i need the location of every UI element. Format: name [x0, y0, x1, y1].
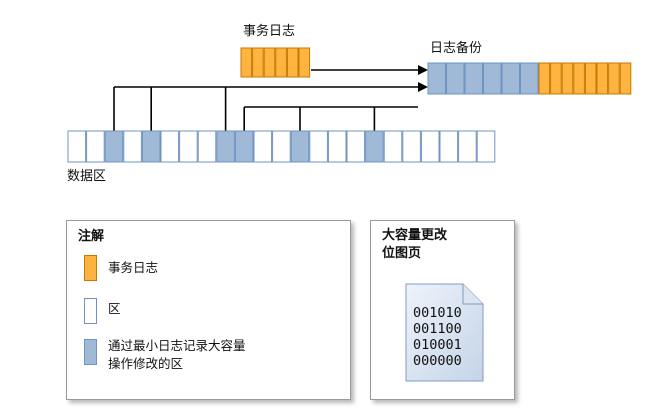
log-record-cell: [263, 47, 276, 78]
modified-extent: [104, 130, 124, 163]
backup-log-cell: [538, 62, 551, 95]
modified-extent: [234, 130, 254, 163]
document-icon: [405, 283, 484, 382]
log-backup-row: [427, 62, 632, 95]
extent: [476, 130, 496, 163]
backup-log-cell: [619, 62, 632, 95]
backup-log-cell: [561, 62, 574, 95]
bitmap-title-line1: 大容量更改: [382, 228, 448, 243]
bitmap-row: 000000: [413, 353, 462, 369]
legend-extent-label: 区: [108, 301, 121, 316]
extent: [160, 130, 180, 163]
bitmap-panel: 大容量更改 位图页 001010 001100 010001 000000: [370, 220, 515, 400]
legend-modified-label: 通过最小日志记录大容量 操作修改的区: [108, 338, 246, 371]
extent: [123, 130, 142, 163]
extent: [253, 130, 273, 163]
backup-log-cell: [596, 62, 609, 95]
extent: [67, 130, 87, 163]
legend-title: 注解: [78, 229, 105, 244]
legend-panel: 注解 事务日志 区 通过最小日志记录大容量 操作修改的区: [66, 220, 351, 400]
backup-extent-cell: [427, 62, 446, 95]
backup-log-cell: [550, 62, 562, 95]
modified-extent: [141, 130, 161, 163]
log-record-cell: [240, 47, 253, 78]
bitmap-row: 010001: [413, 337, 462, 353]
legend-modified-icon: [84, 339, 97, 365]
extent: [439, 130, 459, 163]
log-record-cell: [286, 47, 299, 78]
backup-extent-cell: [464, 62, 483, 95]
extent: [197, 130, 217, 163]
extent: [458, 130, 477, 163]
backup-extent-cell: [446, 62, 465, 95]
transaction-log-label: 事务日志: [243, 24, 296, 39]
backup-extent-cell: [520, 62, 539, 95]
extent: [327, 130, 347, 163]
legend-log-label: 事务日志: [108, 260, 159, 275]
data-area-label: 数据区: [67, 169, 107, 184]
modified-extent: [290, 130, 310, 163]
legend-extent-icon: [84, 298, 97, 324]
log-record-cell: [298, 47, 311, 78]
transaction-log-block: [240, 47, 311, 78]
data-extent-row: [67, 130, 496, 163]
backup-extent-cell: [501, 62, 520, 95]
log-record-cell: [252, 47, 264, 78]
extent: [272, 130, 291, 163]
extent: [383, 130, 403, 163]
log-backup-label: 日志备份: [430, 41, 483, 56]
backup-log-cell: [573, 62, 585, 95]
modified-extent: [365, 130, 384, 163]
bitmap-row: 001100: [413, 321, 462, 337]
extent: [346, 130, 366, 163]
extent: [402, 130, 421, 163]
extent: [420, 130, 440, 163]
bitmap-row: 001010: [413, 305, 462, 321]
log-record-cell: [275, 47, 287, 78]
backup-log-cell: [608, 62, 620, 95]
bitmap-rows: 001010 001100 010001 000000: [413, 305, 462, 369]
legend-log-icon: [84, 255, 97, 281]
modified-extent: [216, 130, 235, 163]
bitmap-title-line2: 位图页: [382, 246, 422, 261]
extent: [179, 130, 198, 163]
arrowhead: [418, 65, 428, 75]
arrowhead: [418, 82, 428, 92]
connector-lines: [113, 65, 428, 131]
backup-log-cell: [584, 62, 597, 95]
extent: [309, 130, 328, 163]
backup-extent-cell: [483, 62, 502, 95]
extent: [86, 130, 105, 163]
